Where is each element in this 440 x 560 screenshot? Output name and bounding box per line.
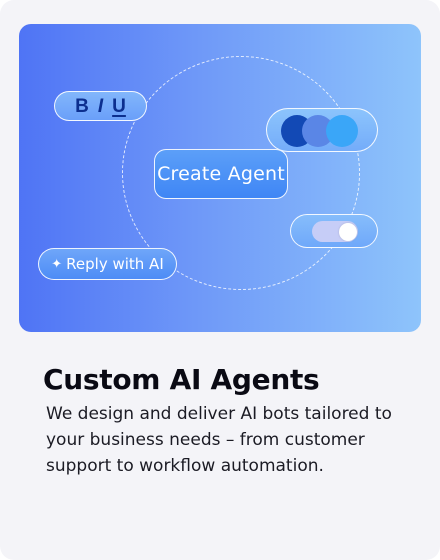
reply-with-ai-button[interactable]: ✦ Reply with AI (38, 248, 177, 280)
toggle-switch[interactable] (312, 221, 358, 242)
orbit-ring (122, 56, 360, 290)
toggle-knob (339, 222, 357, 241)
text-format-toolbar: B I U (54, 91, 147, 121)
italic-button[interactable]: I (97, 95, 104, 117)
sparkle-icon: ✦ (51, 256, 63, 272)
color-swatch-group (266, 108, 378, 152)
reply-with-ai-label: Reply with AI (66, 255, 164, 273)
bold-button[interactable]: B (75, 95, 89, 117)
create-agent-button[interactable]: Create Agent (154, 149, 288, 199)
color-swatch-light-blue[interactable] (326, 115, 358, 147)
card-description: We design and deliver AI bots tailored t… (46, 404, 392, 476)
hero-illustration: B I U Create Agent ✦ Reply with AI (19, 24, 421, 332)
toggle-container (290, 214, 378, 248)
underline-button[interactable]: U (112, 95, 126, 117)
card-title: Custom AI Agents (43, 363, 320, 396)
